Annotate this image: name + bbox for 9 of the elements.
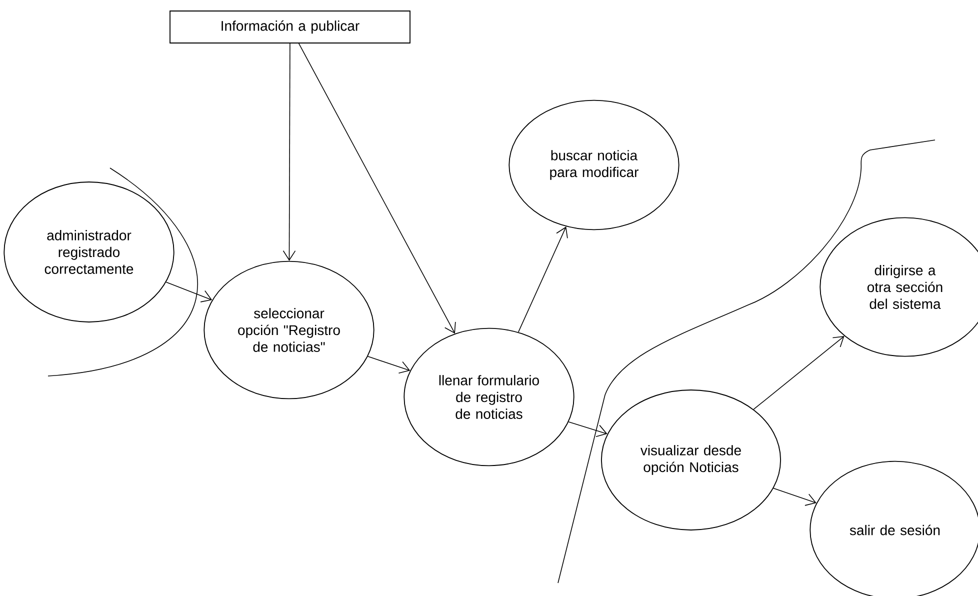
data-box: Información a publicar <box>170 10 410 44</box>
arrow <box>367 356 410 374</box>
arrow <box>773 488 816 506</box>
arrow <box>753 336 844 410</box>
arrow <box>282 43 296 261</box>
arrow <box>166 282 212 302</box>
arrow <box>568 421 608 438</box>
arrow <box>298 43 456 334</box>
arrow <box>518 226 568 332</box>
